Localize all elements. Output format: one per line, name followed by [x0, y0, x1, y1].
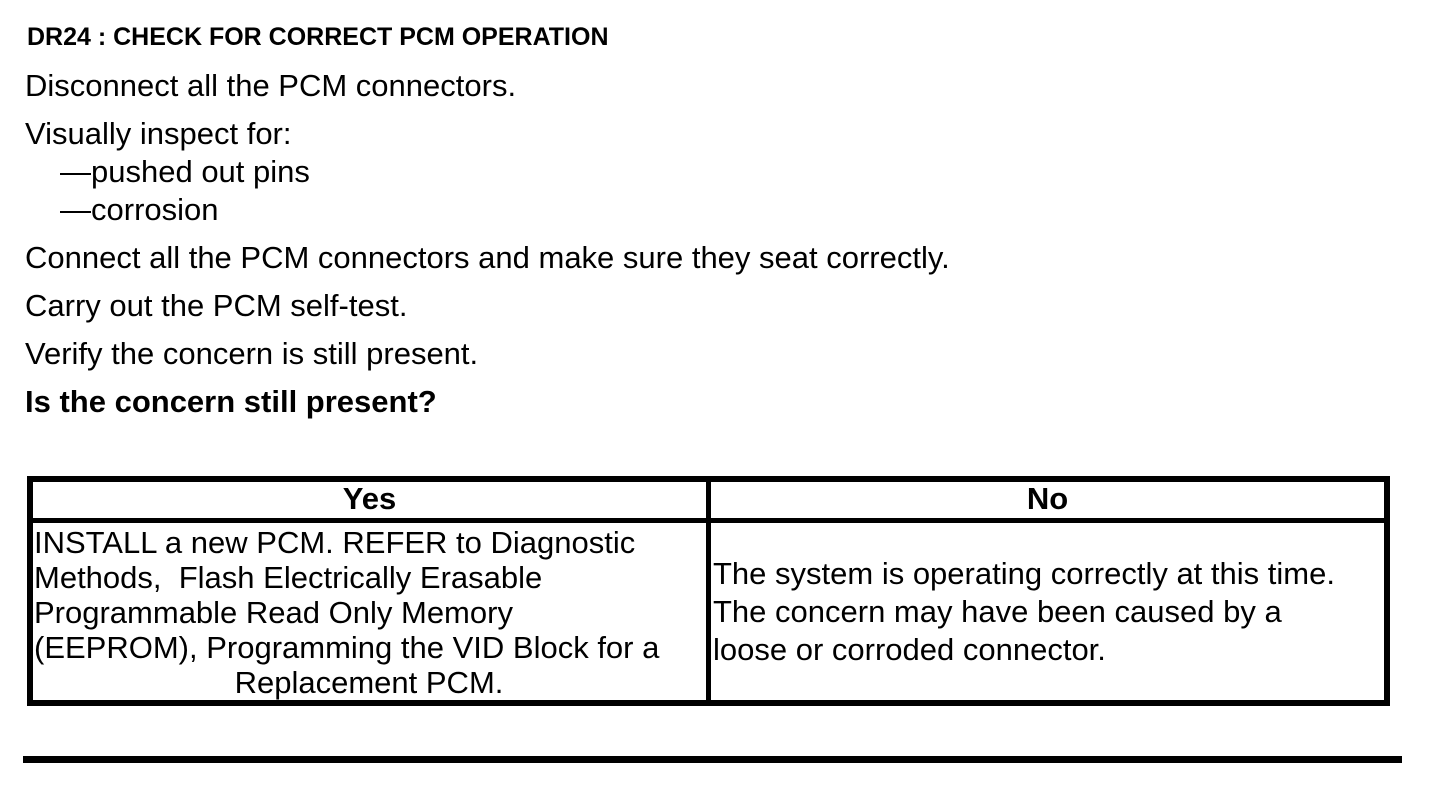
yes-action-text-line: Methods, Flash Electrically Erasable [34, 560, 543, 595]
no-action-cell: The system is operating correctly at thi… [706, 518, 1390, 706]
yes-action-text-line: Programmable Read Only Memory [34, 595, 513, 630]
instruction-inspect-intro: Visually inspect for: [25, 116, 292, 151]
instruction-connect: Connect all the PCM connectors and make … [25, 240, 950, 275]
yes-action-text-line: (EEPROM), Programming the VID Block for … [34, 630, 660, 665]
instruction-verify: Verify the concern is still present. [25, 336, 479, 371]
horizontal-rule [23, 756, 1402, 763]
yes-action-text-line: Replacement PCM. [234, 665, 504, 700]
inspection-item-corrosion: —corrosion [60, 192, 219, 227]
decision-table: Yes No INSTALL a new PCM. REFER to Diagn… [27, 476, 1390, 706]
decision-question: Is the concern still present? [25, 384, 437, 419]
instruction-self-test: Carry out the PCM self-test. [25, 288, 408, 323]
page-title: DR24 : CHECK FOR CORRECT PCM OPERATION [27, 23, 609, 51]
yes-column-header: Yes [27, 476, 711, 523]
decision-table-body-row: INSTALL a new PCM. REFER to Diagnostic M… [27, 518, 1390, 706]
no-action-text-line: loose or corroded connector. [713, 631, 1106, 667]
yes-action-cell: INSTALL a new PCM. REFER to Diagnostic M… [27, 518, 711, 706]
no-action-text-line: The concern may have been caused by a [713, 593, 1282, 629]
no-column-header: No [706, 476, 1390, 523]
yes-action-text-line: INSTALL a new PCM. REFER to Diagnostic [34, 525, 636, 560]
decision-table-header-row: Yes No [27, 476, 1390, 523]
inspection-item-pushed-out-pins: —pushed out pins [60, 154, 310, 189]
instruction-disconnect: Disconnect all the PCM connectors. [25, 68, 517, 103]
service-procedure-page: DR24 : CHECK FOR CORRECT PCM OPERATION D… [23, 23, 1402, 763]
no-action-text-line: The system is operating correctly at thi… [713, 555, 1335, 591]
